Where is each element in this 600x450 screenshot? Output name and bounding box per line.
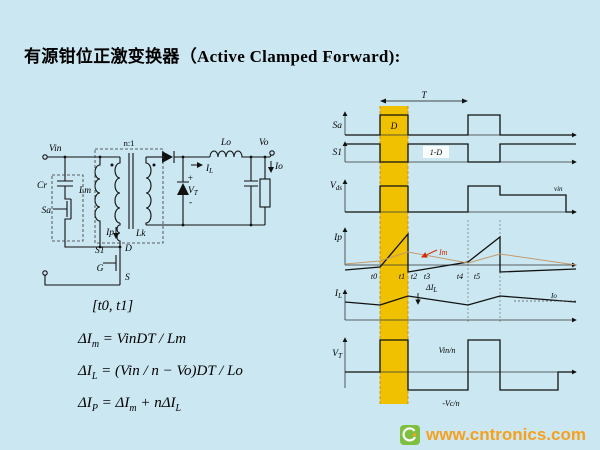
delta-il-annotation: ΔIL [415,283,437,305]
highlight-band [379,106,409,404]
circuit-dashed-boxes [51,148,164,244]
row-label-sa: Sa [333,121,343,131]
row-label-s1: S1 [333,148,343,158]
ip-waveform [344,232,577,273]
row-label-ip: Ip [333,233,342,243]
source-label: S [125,273,130,283]
vin-over-n-label: Vin/n [439,346,456,355]
timing-gridlines [467,220,501,324]
ip-magnetizing-current-line [344,251,577,266]
circuit-junction-dots [63,155,267,249]
period-label: T [421,90,427,100]
one-minus-d-box [423,146,449,158]
one-minus-d-label: 1-D [430,148,443,157]
vt-waveform [345,339,576,391]
circuit-diagram: Vin Cr Sa Lm n:1 Ip Lk S1 G D S Lo Vo Io… [37,138,283,286]
drain-label: D [124,244,132,254]
circuit-current-arrows [113,161,274,239]
lm-label: Lm [78,186,91,196]
watermark: www.cntronics.com [400,425,586,445]
neg-vc-over-n-label: -Vc/n [442,399,459,408]
io-level-label: Io [550,292,557,300]
equation-delta-ip: ΔIP = ΔIm + nΔIL [78,395,182,414]
timing-diagram: T Im ΔIL [330,90,577,408]
row-label-il: IL [334,289,342,300]
page-title: 有源钳位正激变换器（Active Clamped Forward): [24,42,401,67]
io-label: Io [274,162,283,172]
page-title-text: 有源钳位正激变换器（Active Clamped Forward): [24,47,401,66]
il-label: IL [205,164,213,175]
cr-label: Cr [37,181,47,191]
t0-label: t0 [371,272,377,281]
s1-label: S1 [95,246,105,256]
im-label: Im [438,248,448,257]
cntronics-logo-icon [400,425,421,445]
ip-label: Ip [105,228,114,238]
row-label-vds: Vds [330,181,342,192]
circuit-diode-symbols [162,151,189,195]
il-waveform [344,295,577,306]
vds-waveform [345,185,576,213]
interval-label: [t0, t1] [92,298,134,314]
sa-waveform [345,114,576,136]
vo-label: Vo [259,138,269,148]
gate-label: G [97,264,104,274]
s1-waveform [345,143,576,163]
t4-label: t4 [457,272,463,281]
t5-label: t5 [474,272,480,281]
vt-plus-label: + [187,174,193,184]
vt-label: VT [188,186,199,197]
circuit-wires [42,150,275,286]
vin-level-label: vin [554,185,563,193]
period-marker: T [380,90,468,104]
vin-label: Vin [49,144,62,154]
watermark-url: www.cntronics.com [426,425,586,444]
equation-delta-il: ΔIL = (Vin / n − Vo)DT / Lo [78,363,243,382]
lo-label: Lo [220,138,231,148]
delta-il-label: ΔIL [425,283,437,294]
vt-minus-label: - [189,198,192,208]
t3-label: t3 [424,272,430,281]
t2-label: t2 [411,272,417,281]
duty-d-label: D [390,121,398,131]
equations-block: ΔIm = VinDT / Lm ΔIL = (Vin / n − Vo)DT … [78,326,243,422]
lk-label: Lk [135,229,146,239]
row-label-vt: VT [332,349,343,360]
turns-ratio-label: n:1 [124,138,135,148]
equation-delta-im: ΔIm = VinDT / Lm [78,331,187,350]
t1-label: t1 [399,272,405,281]
im-arrow: Im [421,248,448,258]
sa-label: Sa [42,206,52,216]
